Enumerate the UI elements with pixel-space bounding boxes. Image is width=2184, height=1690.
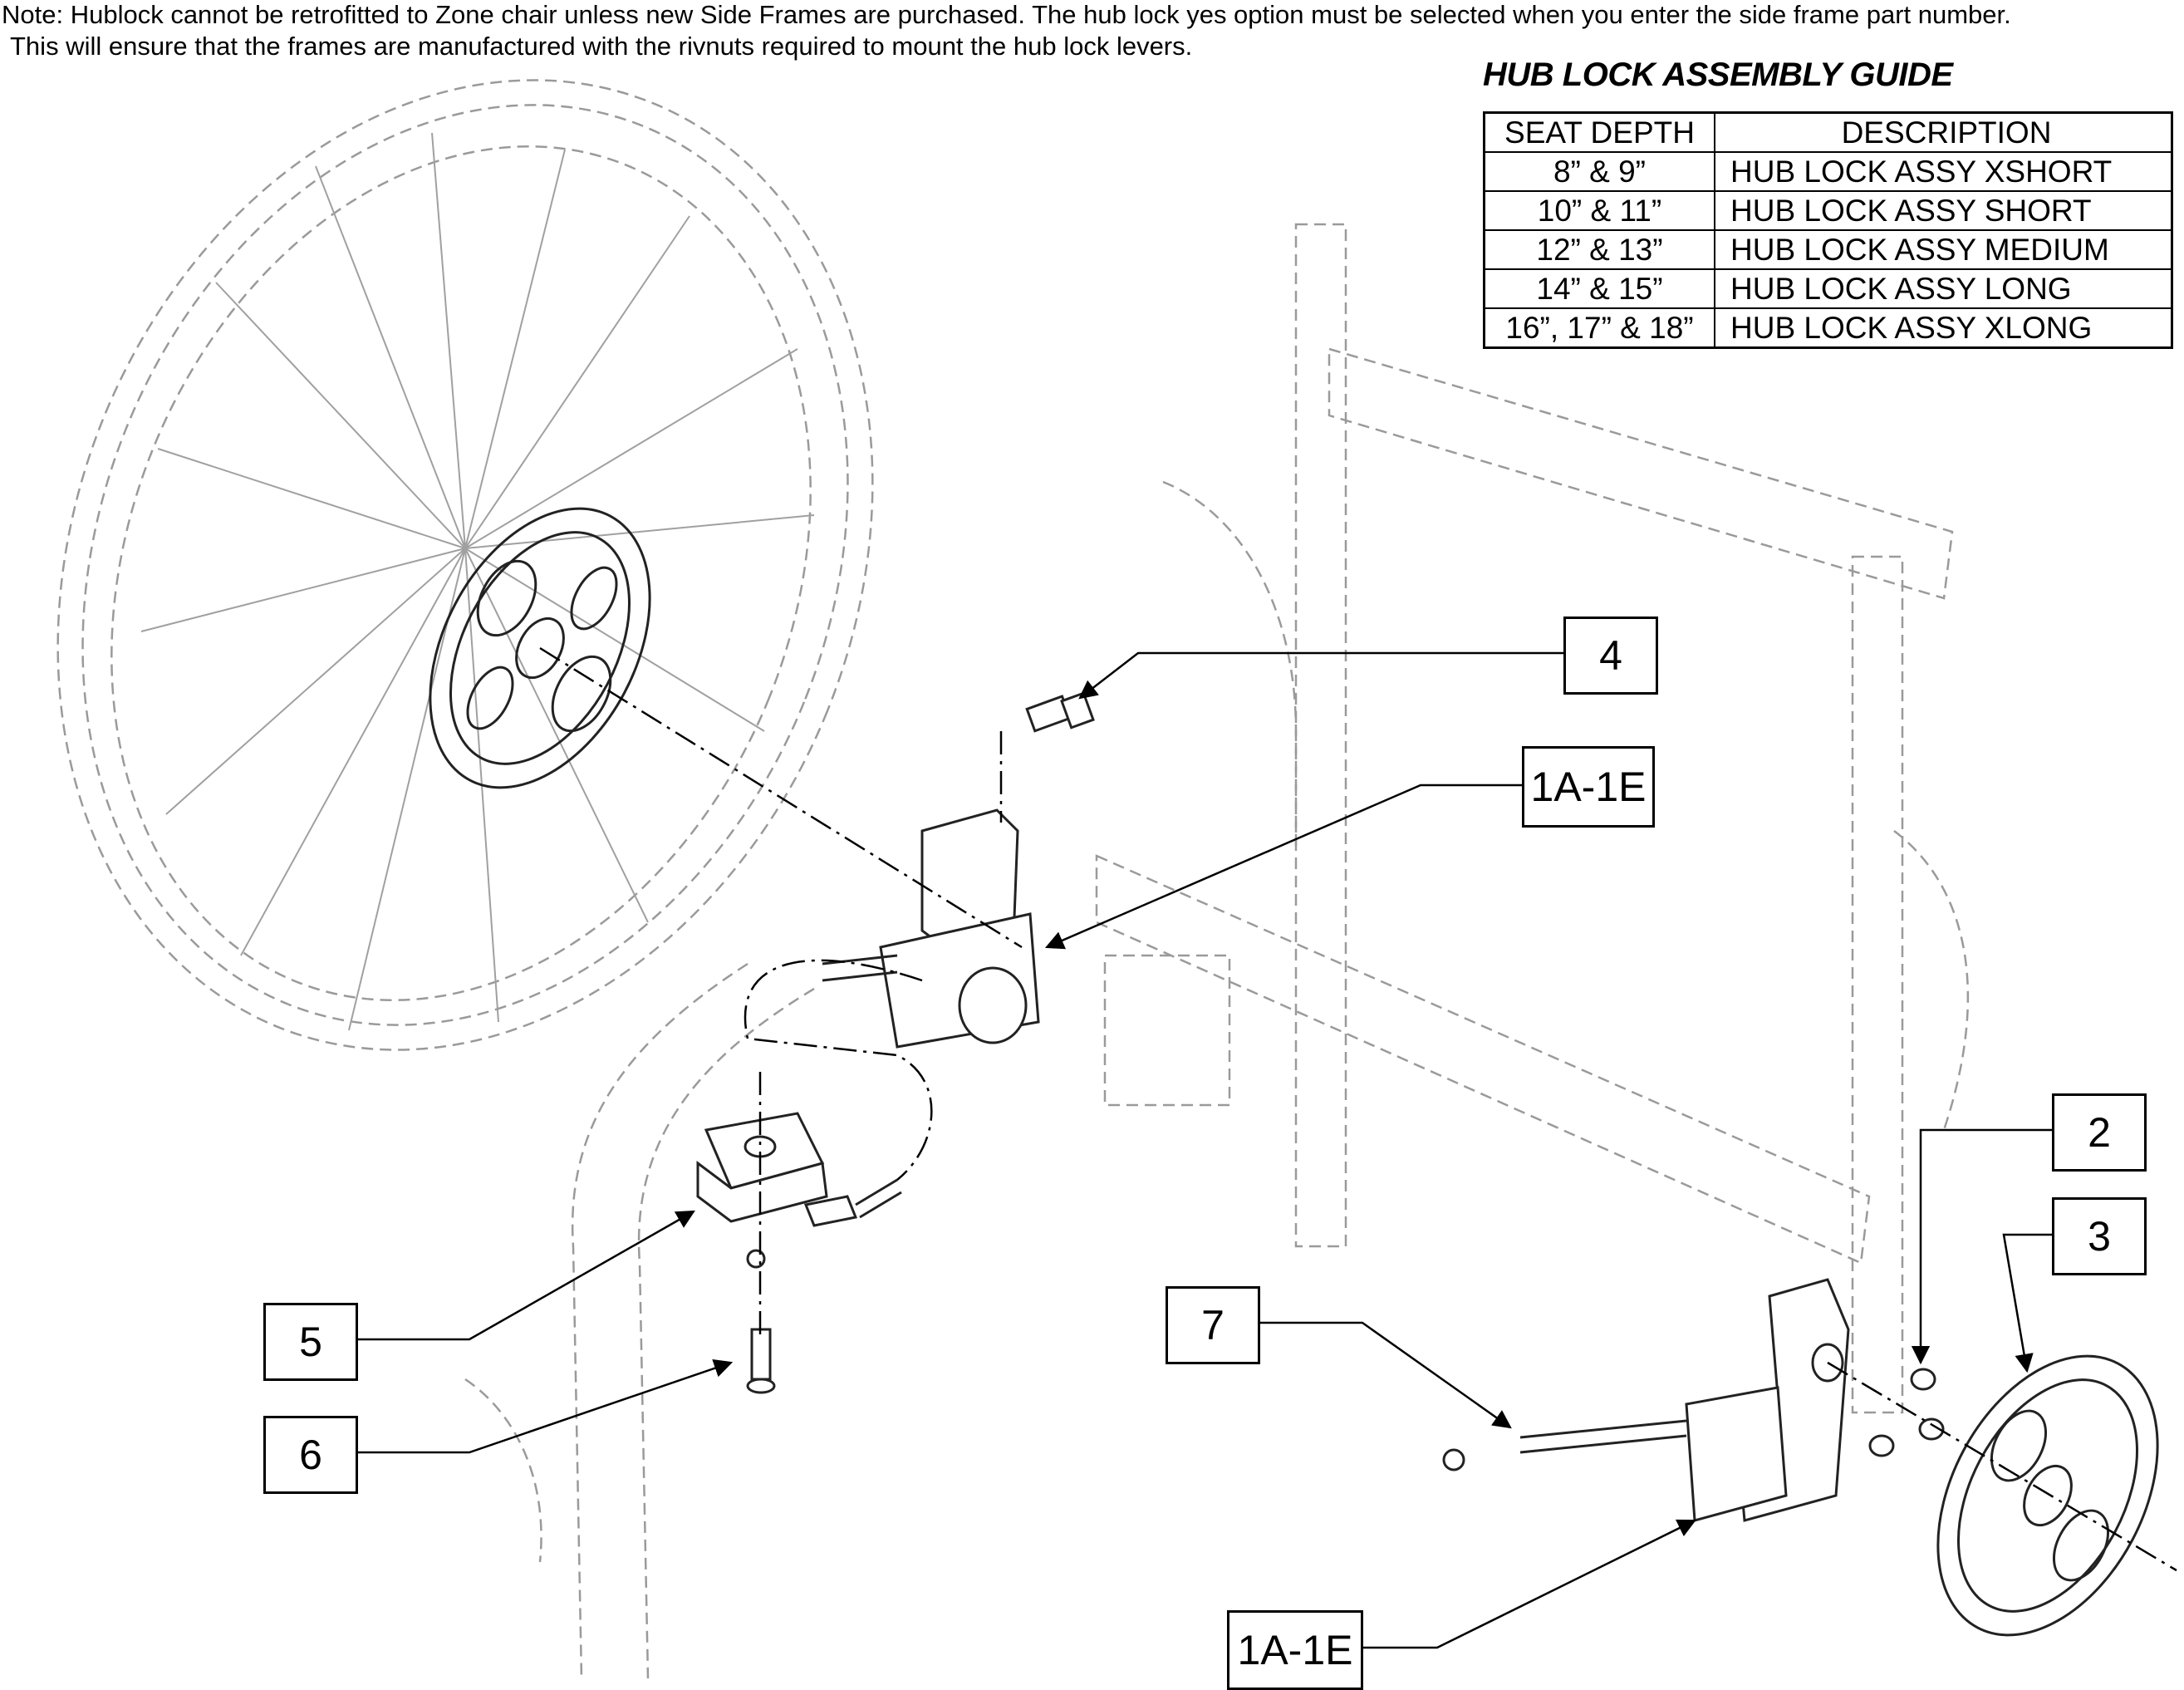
description-cell: HUB LOCK ASSY XLONG — [1714, 307, 2173, 349]
seat-depth-cell: 16”, 17” & 18” — [1483, 307, 1715, 349]
description-cell: HUB LOCK ASSY XSHORT — [1714, 151, 2173, 192]
callout-5: 5 — [263, 1303, 358, 1381]
lever-assembly-5 — [696, 1112, 902, 1269]
wheel-spokes — [140, 132, 815, 1031]
callout-4: 4 — [1563, 617, 1658, 695]
assembly-axes — [539, 646, 2177, 1572]
screw-4 — [1025, 691, 1095, 733]
seat-depth-cell: 8” & 9” — [1483, 151, 1715, 192]
table-header-row: SEAT DEPTH DESCRIPTION — [1483, 111, 2173, 153]
table-row: 12” & 13” HUB LOCK ASSY MEDIUM — [1483, 229, 2173, 270]
hub-lock-assembly-bottom — [1442, 1278, 1850, 1522]
description-cell: HUB LOCK ASSY MEDIUM — [1714, 229, 2173, 270]
bolts-2 — [1868, 1368, 1945, 1457]
hub-lock-guide-table: SEAT DEPTH DESCRIPTION 8” & 9” HUB LOCK … — [1483, 111, 2173, 349]
callout-3: 3 — [2052, 1197, 2147, 1275]
frame-tube-ghost — [464, 962, 815, 1679]
table-row: 10” & 11” HUB LOCK ASSY SHORT — [1483, 190, 2173, 231]
side-frame-ghost — [1095, 223, 1970, 1414]
note-line-2: This will ensure that the frames are man… — [10, 32, 1193, 61]
callout-2: 2 — [2052, 1093, 2147, 1172]
leader-lines — [355, 651, 2052, 1649]
callout-6: 6 — [263, 1416, 358, 1494]
note-line-1: Note: Hublock cannot be retrofitted to Z… — [2, 0, 2011, 29]
hub-disc-top — [429, 507, 651, 789]
callout-1a-1e-bottom: 1A-1E — [1227, 1610, 1363, 1690]
column-header-description: DESCRIPTION — [1714, 111, 2173, 153]
callout-1a-1e-top: 1A-1E — [1522, 746, 1655, 828]
hub-lock-guide-title: HUB LOCK ASSEMBLY GUIDE — [1483, 56, 1953, 93]
hub-lock-assembly-top — [822, 808, 1040, 1049]
screw-6 — [746, 1328, 776, 1394]
seat-depth-cell: 12” & 13” — [1483, 229, 1715, 270]
hub-disc-3 — [1936, 1354, 2159, 1637]
seat-depth-cell: 10” & 11” — [1483, 190, 1715, 231]
table-row: 16”, 17” & 18” HUB LOCK ASSY XLONG — [1483, 307, 2173, 349]
table-row: 14” & 15” HUB LOCK ASSY LONG — [1483, 268, 2173, 309]
column-header-seat-depth: SEAT DEPTH — [1483, 111, 1715, 153]
callout-7: 7 — [1166, 1286, 1260, 1364]
wheel-ghost — [56, 79, 874, 1051]
description-cell: HUB LOCK ASSY LONG — [1714, 268, 2173, 309]
description-cell: HUB LOCK ASSY SHORT — [1714, 190, 2173, 231]
table-row: 8” & 9” HUB LOCK ASSY XSHORT — [1483, 151, 2173, 192]
seat-depth-cell: 14” & 15” — [1483, 268, 1715, 309]
